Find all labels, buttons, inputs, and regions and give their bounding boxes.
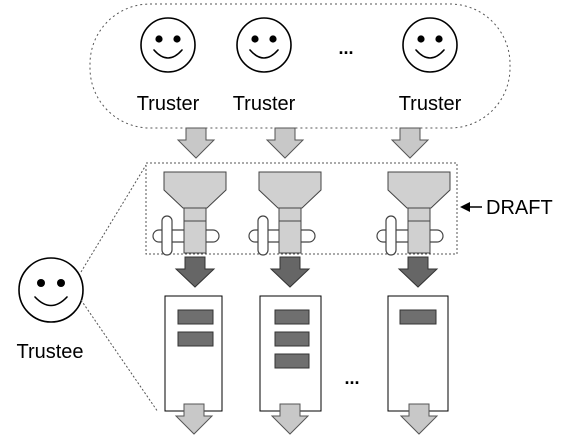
smiley-face-icon <box>236 17 292 73</box>
draft-pointer <box>460 202 482 212</box>
down-arrow-icon <box>390 127 430 159</box>
down-arrow-icon <box>265 127 305 159</box>
trustee-connector-line <box>80 299 159 413</box>
down-arrow-icon <box>176 127 216 159</box>
smiley-face-icon <box>18 257 84 323</box>
down-arrow-icon <box>174 403 214 435</box>
truster-ellipsis: ... <box>338 38 353 58</box>
trustee-label: Trustee <box>16 341 83 363</box>
grinder-icon <box>248 171 322 256</box>
trustee-connector-line <box>80 164 147 273</box>
grinder-icon <box>376 171 451 256</box>
bin-bar <box>177 331 214 347</box>
bin-bar <box>274 353 310 369</box>
trustee: Trustee <box>16 257 84 363</box>
bins-ellipsis: ... <box>344 368 359 388</box>
truster-label: Truster <box>399 93 462 115</box>
down-arrow-icon <box>270 403 310 435</box>
down-arrow-icon <box>399 403 439 435</box>
truster-label: Truster <box>233 93 296 115</box>
down-arrow-icon <box>174 256 216 288</box>
draft-label: DRAFT <box>486 197 553 219</box>
down-arrow-icon <box>397 256 439 288</box>
bin-bar <box>274 331 310 347</box>
smiley-face-icon <box>402 17 458 73</box>
truster-1: Truster <box>137 17 200 115</box>
bin-bar <box>399 309 437 325</box>
down-arrow-icon <box>269 256 311 288</box>
truster-label: Truster <box>137 93 200 115</box>
smiley-face-icon <box>140 17 196 73</box>
truster-3: Truster <box>399 17 462 115</box>
bin-bar <box>177 309 214 325</box>
draft-box <box>145 162 458 255</box>
grinder-icon <box>152 171 227 256</box>
bin-bars <box>177 309 437 369</box>
left-arrow-icon <box>460 202 470 212</box>
truster-2: Truster <box>233 17 296 115</box>
bin-bar <box>274 309 310 325</box>
truster-group-outline <box>89 3 511 129</box>
